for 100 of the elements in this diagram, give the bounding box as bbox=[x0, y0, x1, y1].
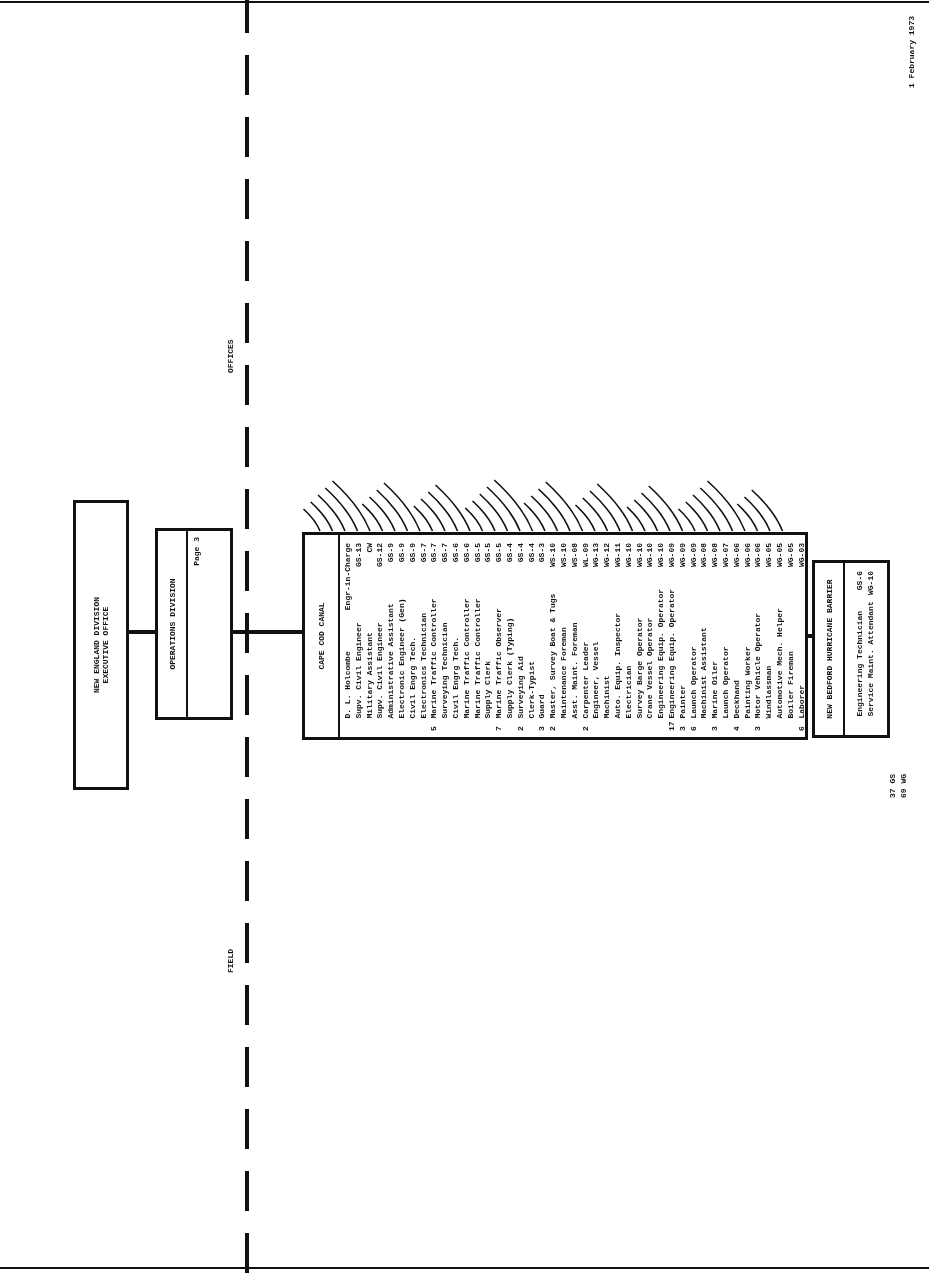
position-title: Windlassman bbox=[764, 665, 774, 719]
pay-grade: WS-08 bbox=[569, 543, 580, 567]
position-title: Engineering Equip. Operator bbox=[667, 588, 676, 719]
pay-grade: GS-6 bbox=[461, 543, 472, 563]
position-title: Marine Traffic Controller bbox=[461, 598, 471, 719]
position-title: Asst. Maint. Foreman bbox=[569, 622, 579, 719]
pay-grade: WG-09 bbox=[667, 543, 677, 567]
position-title: Surveying Technician bbox=[440, 622, 450, 719]
position-title: Engineering Technician bbox=[855, 610, 864, 717]
position-title: Machinist Assistant bbox=[699, 627, 709, 719]
pay-grade: WS-10 bbox=[559, 543, 569, 567]
position-title: Clerk-Typist bbox=[526, 660, 536, 719]
pay-grade: WG-05 bbox=[775, 543, 785, 567]
position-title: Crane Vessel Operator bbox=[645, 617, 655, 719]
pay-grade: GS-9 bbox=[407, 543, 418, 563]
division-heading: NEW BEDFORD HURRICANE BARRIER bbox=[824, 579, 834, 719]
position-title: Boiler Fireman bbox=[785, 651, 795, 719]
position-title: Laborer bbox=[796, 684, 806, 719]
division-box bbox=[812, 560, 890, 738]
position-count: 2 bbox=[515, 725, 526, 731]
date-label: 1 February 1973 bbox=[907, 16, 916, 88]
position-count: 7 bbox=[494, 725, 505, 731]
position-count: 2 bbox=[580, 725, 591, 731]
position-title: Machinist bbox=[602, 675, 612, 719]
pay-grade: GS-7 bbox=[429, 543, 440, 563]
pay-grade: WG-05 bbox=[764, 543, 775, 567]
position-title: Supv. Civil Engineer bbox=[375, 622, 385, 719]
position-title: Supply Clerk bbox=[483, 660, 493, 719]
position-count: 4 bbox=[731, 725, 742, 731]
division-box bbox=[155, 528, 233, 720]
position-title: Marine Traffic Controller bbox=[472, 598, 482, 719]
division-box bbox=[302, 532, 808, 740]
office-box bbox=[73, 500, 129, 790]
pay-grade: WG-10 bbox=[634, 543, 645, 567]
position-title: Marine Traffic Observer bbox=[494, 608, 504, 719]
position-title: Electronic Engineer (Gen) bbox=[397, 598, 406, 719]
pay-grade: GS-4 bbox=[515, 543, 526, 563]
pay-grade: CW bbox=[364, 543, 375, 553]
position-title: Marine Traffic Controller bbox=[429, 598, 439, 719]
pay-grade: GS-4 bbox=[505, 543, 515, 563]
pay-grade: WG-09 bbox=[688, 543, 699, 567]
page-reference: Page 3 bbox=[192, 537, 201, 566]
position-title: Motor Vehicle Operator bbox=[753, 612, 763, 719]
position-count: 5 bbox=[429, 725, 440, 731]
position-title: Engineer, Vessel bbox=[591, 641, 601, 719]
position-count: 3 bbox=[753, 725, 764, 731]
position-title: Survey Barge Operator bbox=[634, 617, 644, 719]
pay-grade: WG-03 bbox=[796, 543, 807, 567]
pay-grade: WG-10 bbox=[656, 543, 667, 567]
pay-grade: GS-6 bbox=[855, 571, 865, 591]
position-title: Electrician bbox=[623, 665, 633, 719]
pay-grade: WG-10 bbox=[623, 543, 634, 567]
position-title: Marine Oiler bbox=[710, 660, 720, 719]
position-count: 2 bbox=[548, 725, 559, 731]
position-title: Electronics Technician bbox=[418, 612, 428, 719]
section-label: FIELD bbox=[226, 949, 235, 973]
pay-grade: WG-10 bbox=[645, 543, 656, 567]
pay-grade: GS-5 bbox=[494, 543, 505, 563]
position-count: 3 bbox=[710, 725, 721, 731]
pay-grade: WG-13 bbox=[591, 543, 602, 567]
position-count: 17 bbox=[667, 720, 677, 731]
pay-grade: Engr-in-Charge bbox=[343, 543, 353, 611]
position-title: Guard bbox=[537, 694, 547, 719]
pay-grade: GS-7 bbox=[440, 543, 451, 563]
position-title: Carpenter Leader bbox=[580, 641, 590, 719]
division-heading: CAPE COD CANAL bbox=[317, 602, 326, 670]
section-label: OFFICES bbox=[226, 339, 235, 373]
position-title: Maintenance Foreman bbox=[559, 627, 568, 719]
pay-grade: WG-06 bbox=[731, 543, 742, 567]
staff-total: 69 WG bbox=[899, 774, 908, 798]
position-title: Supply Clerk (Typing) bbox=[505, 617, 514, 719]
position-title: Automotive Mech. Helper bbox=[775, 608, 784, 719]
pay-grade: GS-5 bbox=[472, 543, 483, 563]
pay-grade: WG-10 bbox=[866, 571, 876, 595]
position-count: 6 bbox=[796, 725, 807, 731]
position-title: D. L. Holcombe bbox=[343, 651, 352, 719]
pay-grade: GS-5 bbox=[483, 543, 494, 563]
pay-grade: GS-6 bbox=[451, 543, 461, 563]
pay-grade: WG-08 bbox=[710, 543, 721, 567]
position-title: Surveying Aid bbox=[515, 656, 525, 719]
position-title: Painting Worker bbox=[742, 646, 752, 719]
position-title: Military Assistant bbox=[364, 632, 374, 719]
position-count: 3 bbox=[677, 725, 688, 731]
pay-grade: GS-9 bbox=[386, 543, 397, 563]
pay-grade: WG-09 bbox=[677, 543, 688, 567]
connector-line bbox=[233, 630, 302, 634]
position-title: Launch Operator bbox=[688, 646, 698, 719]
position-title: Auto. Equip. Inspector bbox=[613, 612, 622, 719]
pay-grade: GS-13 bbox=[353, 543, 364, 567]
pay-grade: GS-9 bbox=[397, 543, 407, 563]
pay-grade: WG-08 bbox=[699, 543, 710, 567]
pay-grade: WG-12 bbox=[602, 543, 613, 567]
position-title: Service Maint. Attendant bbox=[866, 601, 875, 717]
position-title: Master, Survey Boat & Tugs bbox=[548, 593, 558, 719]
pay-grade: GS-4 bbox=[526, 543, 537, 563]
position-title: Civil Engrg Tech. bbox=[451, 636, 460, 719]
pay-grade: WG-05 bbox=[785, 543, 796, 567]
position-title: Administrative Assistant bbox=[386, 603, 396, 719]
pay-grade: GS-7 bbox=[418, 543, 429, 563]
position-title: Deckhand bbox=[731, 680, 741, 719]
